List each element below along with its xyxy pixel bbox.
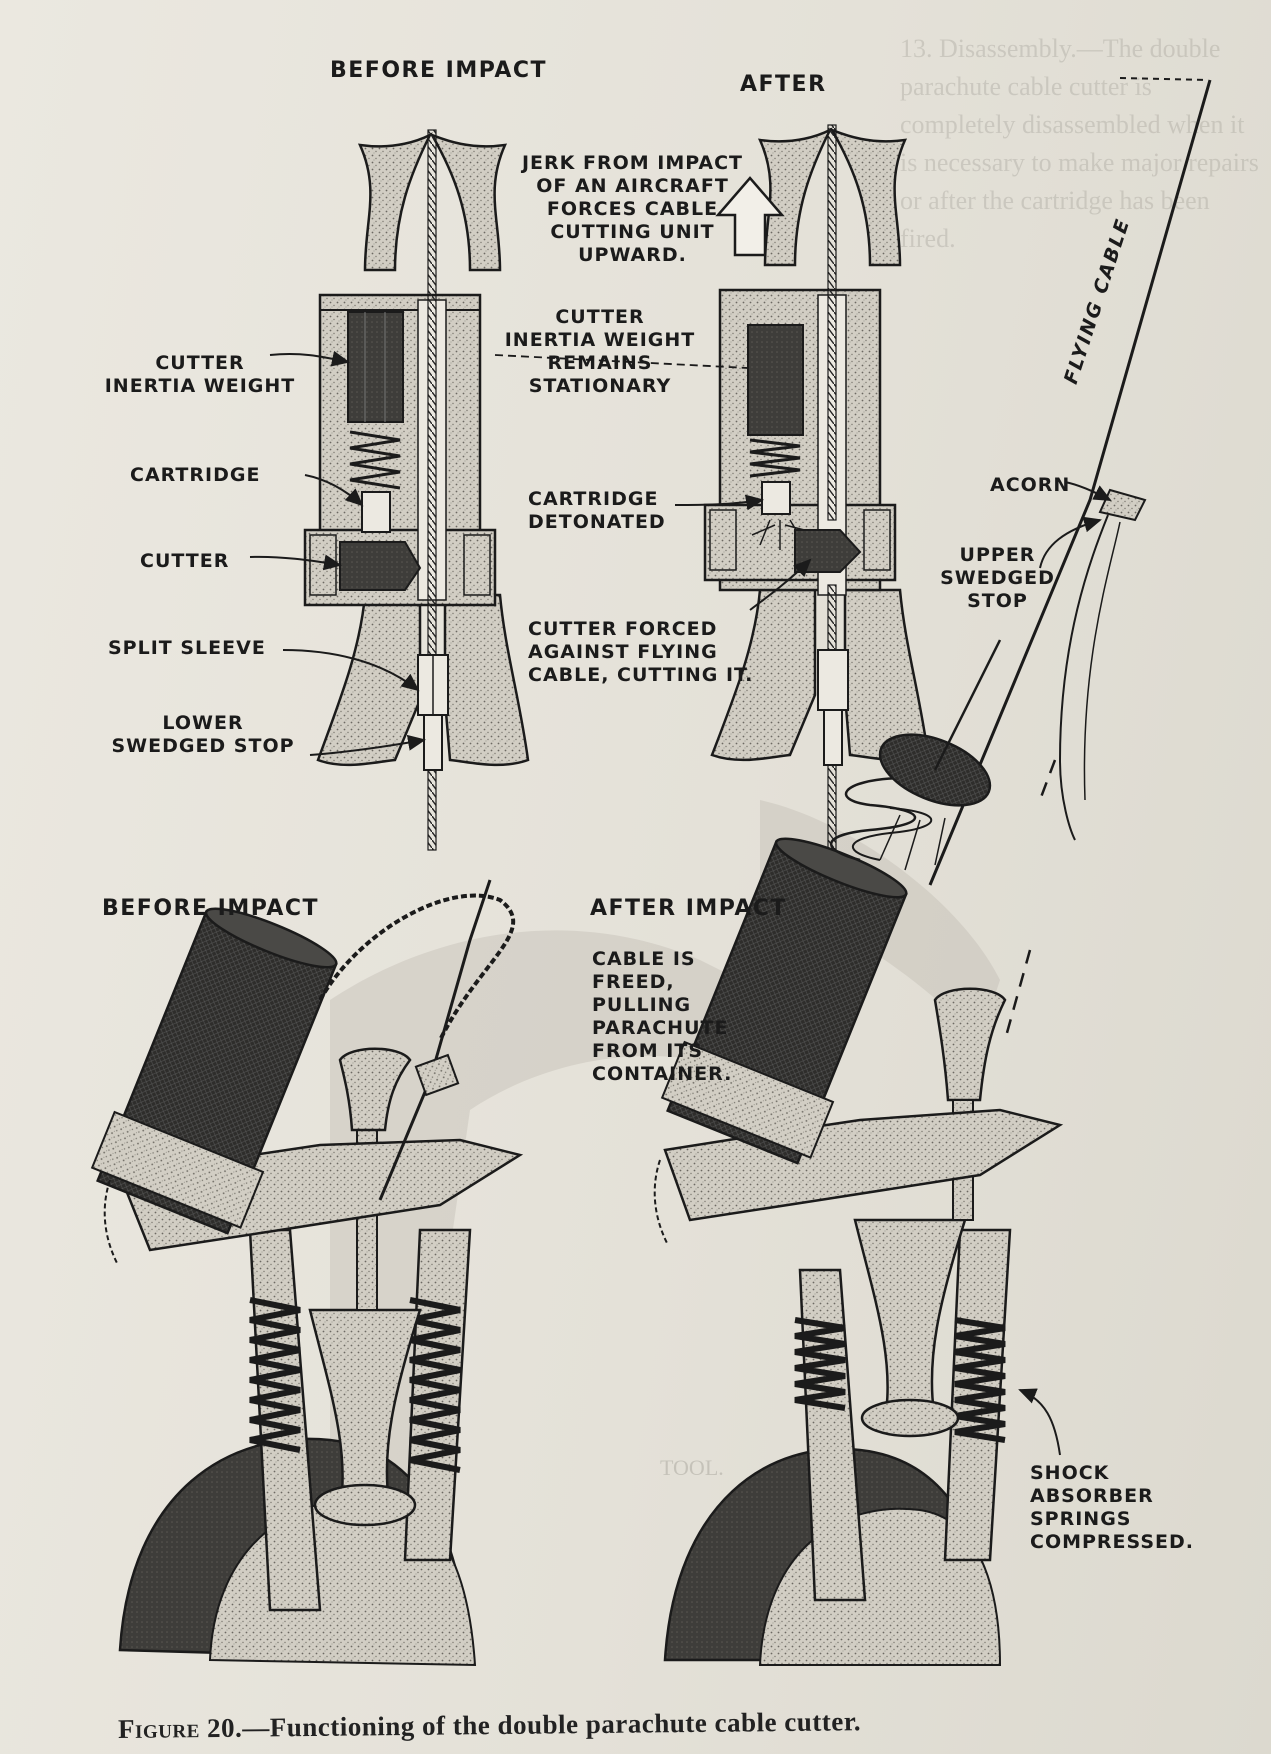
upper-swedged-stop-label: UPPER SWEDGED STOP xyxy=(940,544,1055,612)
label-leaders xyxy=(249,350,1112,1456)
top-after-heading: AFTER xyxy=(740,72,827,97)
acorn-label: ACORN xyxy=(990,474,1071,496)
cable-freed-note: CABLE IS FREED, PULLING PARACHUTE FROM I… xyxy=(592,948,733,1085)
bleed-through-text: 13. Disassembly.—The double parachute ca… xyxy=(900,34,1259,253)
bleed-through-tool-word: TOOL. xyxy=(660,1455,724,1480)
lower-swedged-stop-label: LOWER SWEDGED STOP xyxy=(111,712,295,757)
cartridge-label: CARTRIDGE xyxy=(130,464,261,486)
cutter-forced-label: CUTTER FORCED AGAINST FLYING CABLE, CUTT… xyxy=(528,618,754,686)
after-impact-mounted-unit xyxy=(653,639,1064,1666)
figure-caption-text: —Functioning of the double parachute cab… xyxy=(242,1706,862,1743)
cutter-inertia-weight-label: CUTTER INERTIA WEIGHT xyxy=(104,352,296,397)
before-impact-mounted-unit xyxy=(90,879,524,1667)
bottom-after-heading: AFTER IMPACT xyxy=(590,896,788,921)
split-sleeve-label: SPLIT SLEEVE xyxy=(108,637,266,659)
top-before-heading: BEFORE IMPACT xyxy=(330,58,548,83)
jerk-note: JERK FROM IMPACT OF AN AIRCRAFT FORCES C… xyxy=(521,152,744,266)
cartridge-detonated-label: CARTRIDGE DETONATED xyxy=(528,488,666,533)
bottom-before-heading: BEFORE IMPACT xyxy=(102,896,320,921)
before-impact-section-view xyxy=(303,129,530,851)
figure-number: Figure 20. xyxy=(117,1712,243,1744)
shock-absorber-note: SHOCK ABSORBER SPRINGS COMPRESSED. xyxy=(1030,1462,1195,1553)
cutter-label: CUTTER xyxy=(140,550,230,572)
after-impact-section-view xyxy=(703,124,930,851)
inertia-weight-stationary-note: CUTTER INERTIA WEIGHT REMAINS STATIONARY xyxy=(504,306,696,397)
